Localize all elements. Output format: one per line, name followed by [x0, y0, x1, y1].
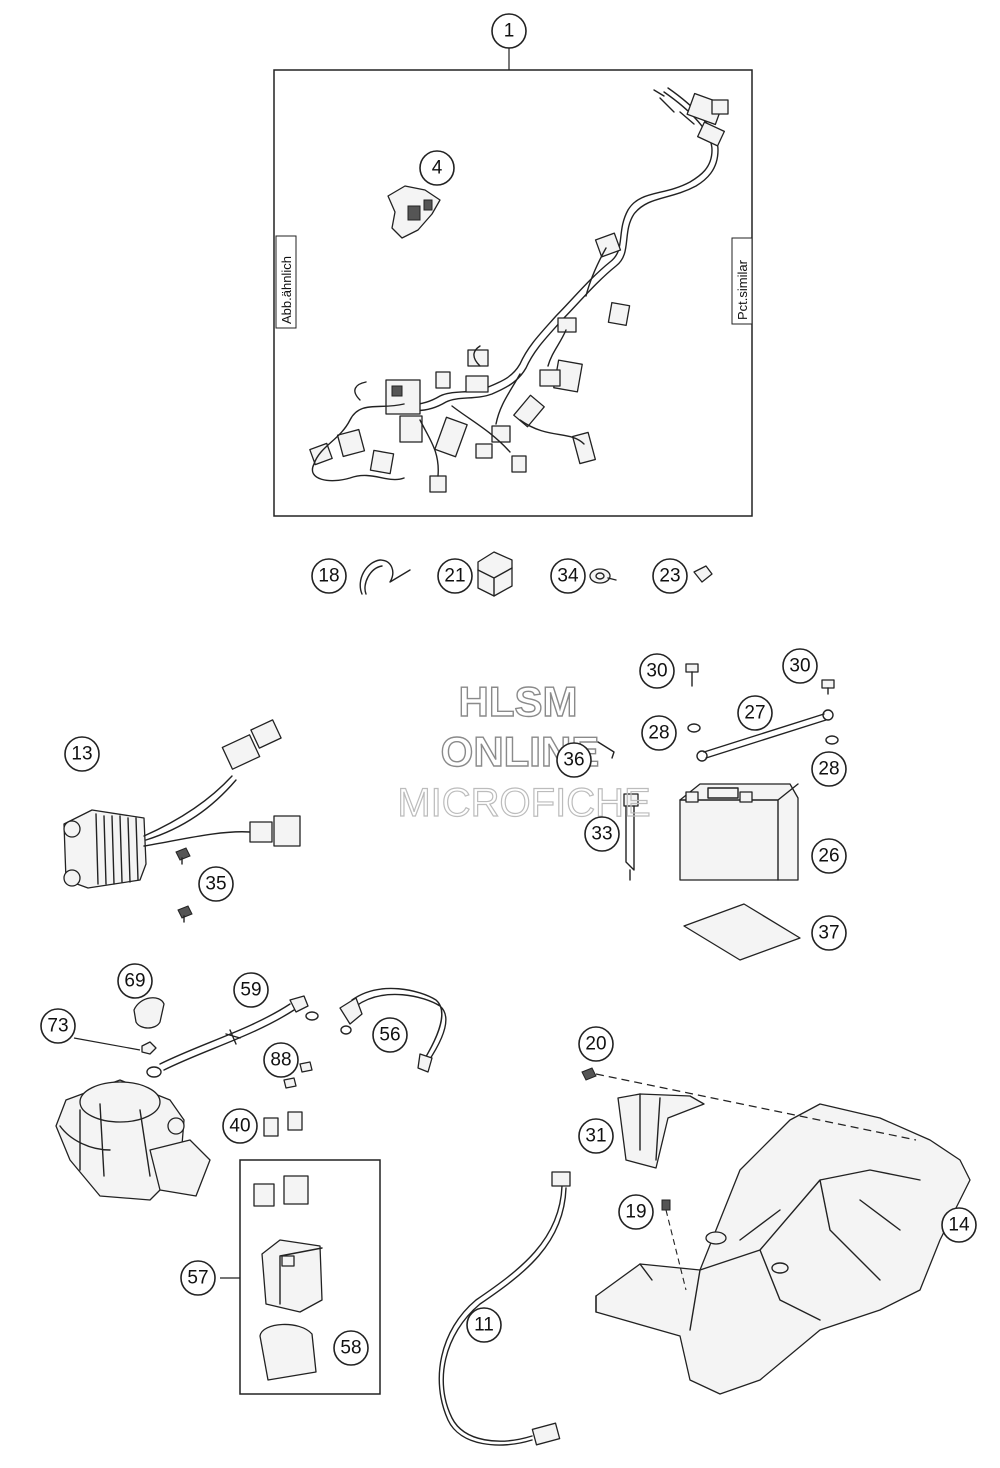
svg-text:28: 28: [648, 723, 669, 744]
svg-text:27: 27: [744, 703, 765, 724]
callout-33: 33: [584, 816, 620, 852]
part-36: [597, 741, 615, 759]
svg-text:56: 56: [379, 1025, 400, 1046]
callout-4: 4: [419, 150, 455, 186]
cable-tie-part-18: [359, 559, 411, 595]
svg-text:69: 69: [124, 971, 145, 992]
svg-text:18: 18: [318, 566, 339, 587]
clip-part-23: [693, 565, 713, 583]
svg-text:40: 40: [229, 1116, 250, 1137]
callout-1: 1: [491, 13, 527, 49]
svg-text:4: 4: [432, 158, 443, 179]
cable-part-59: [146, 995, 319, 1078]
bolt-part-30-b: [821, 679, 835, 695]
battery-part-26: [679, 783, 799, 881]
cable-part-56: [339, 987, 447, 1073]
svg-text:14: 14: [948, 1215, 970, 1236]
screws-part-35: [175, 847, 193, 923]
callout-30-a: 30: [639, 653, 675, 689]
bracket-part-4: [387, 185, 441, 239]
callout-69: 69: [117, 963, 153, 999]
callout-31: 31: [578, 1118, 614, 1154]
callout-40: 40: [222, 1108, 258, 1144]
cover-part-58: [259, 1323, 317, 1381]
callout-59: 59: [233, 972, 269, 1008]
clip-part-34: [589, 568, 617, 584]
callout-88: 88: [263, 1042, 299, 1078]
callout-58: 58: [333, 1330, 369, 1366]
cap-part-21: [477, 551, 513, 597]
callout-18: 18: [311, 558, 347, 594]
callout-57: 57: [180, 1260, 216, 1296]
screw-part-20: [581, 1067, 917, 1141]
callout-11: 11: [466, 1307, 502, 1343]
callout-23: 23: [652, 558, 688, 594]
svg-text:20: 20: [585, 1034, 606, 1055]
bracket-part-31: [617, 1093, 705, 1169]
svg-text:33: 33: [591, 824, 612, 845]
starter-motor: [55, 1079, 211, 1201]
svg-text:21: 21: [444, 566, 465, 587]
callout-19: 19: [618, 1194, 654, 1230]
nut-part-73: [141, 1041, 157, 1055]
callout-26: 26: [811, 838, 847, 874]
callout-37: 37: [811, 915, 847, 951]
svg-text:30: 30: [646, 661, 667, 682]
pad-part-37: [683, 903, 801, 961]
callout-28-b: 28: [811, 751, 847, 787]
svg-text:88: 88: [270, 1050, 291, 1071]
harness-cable: [309, 87, 729, 493]
callout-30-b: 30: [782, 648, 818, 684]
screw-part-19: [661, 1199, 687, 1291]
callout-14: 14: [941, 1207, 977, 1243]
callout-28-a: 28: [641, 715, 677, 751]
washer-part-28-a: [687, 723, 701, 733]
svg-text:37: 37: [818, 923, 839, 944]
svg-text:31: 31: [585, 1126, 606, 1147]
svg-text:36: 36: [563, 750, 584, 771]
svg-text:58: 58: [340, 1338, 361, 1359]
callout-73: 73: [40, 1008, 76, 1044]
svg-text:26: 26: [818, 846, 839, 867]
washer-part-28-b: [825, 735, 839, 745]
bolt-part-30-a: [685, 663, 699, 687]
svg-text:13: 13: [71, 744, 92, 765]
side-label-right: Pct.similar: [735, 259, 750, 320]
svg-text:34: 34: [557, 566, 579, 587]
watermark-line-3: MICROFICHE: [397, 781, 650, 825]
callout-36: 36: [556, 742, 592, 778]
wiring-harness-group: Abb.ähnlich Pct.similar: [273, 47, 753, 517]
screws-part-88: [283, 1061, 313, 1089]
svg-text:19: 19: [625, 1202, 646, 1223]
svg-text:35: 35: [205, 874, 226, 895]
callout-13: 13: [64, 736, 100, 772]
svg-text:30: 30: [789, 656, 810, 677]
cable-part-27: [696, 709, 834, 762]
cable-part-11: [438, 1171, 571, 1446]
callout-27: 27: [737, 695, 773, 731]
callout-20: 20: [578, 1026, 614, 1062]
callout-56: 56: [372, 1017, 408, 1053]
fuses-part-40: [263, 1111, 303, 1137]
svg-text:11: 11: [474, 1315, 494, 1336]
callout-35: 35: [198, 866, 234, 902]
watermark-line-1: HLSM: [459, 678, 578, 725]
svg-text:57: 57: [187, 1268, 208, 1289]
svg-text:1: 1: [504, 21, 515, 42]
cap-part-69: [133, 997, 165, 1029]
regulator-part-13: [63, 719, 301, 889]
callout-34: 34: [550, 558, 586, 594]
svg-text:73: 73: [47, 1016, 68, 1037]
relay-box-57: [220, 1159, 381, 1395]
callout-21: 21: [437, 558, 473, 594]
side-label-left: Abb.ähnlich: [279, 256, 294, 324]
svg-text:59: 59: [240, 980, 261, 1001]
svg-text:28: 28: [818, 759, 839, 780]
svg-text:23: 23: [659, 566, 680, 587]
fuse-holder-part-33: [623, 793, 639, 881]
